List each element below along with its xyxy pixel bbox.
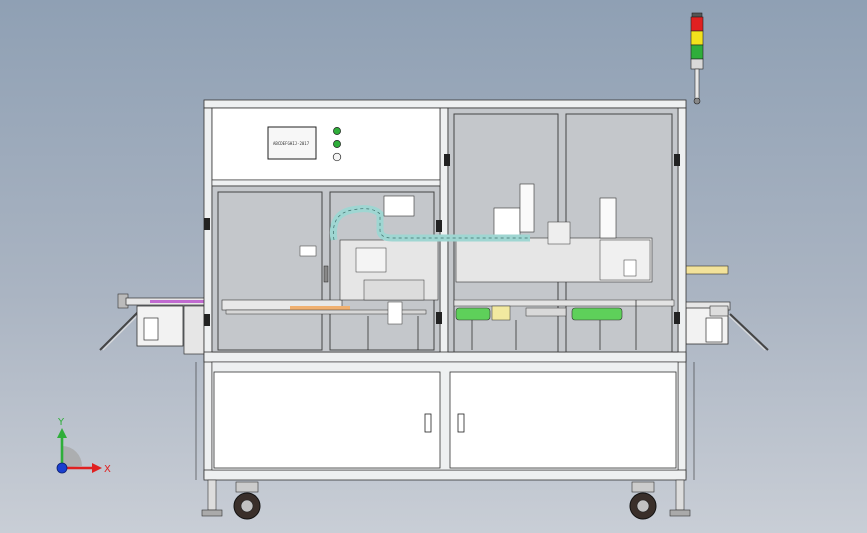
hmi-label: ABCDEFGHIJ-2017 xyxy=(273,141,310,146)
cabinet-door-left[interactable] xyxy=(213,371,441,469)
caster-wheel-icon xyxy=(233,481,261,520)
control-panel: ABCDEFGHIJ-2017 xyxy=(211,107,441,187)
door-handle[interactable] xyxy=(424,413,432,433)
roller-green xyxy=(571,307,623,321)
door-handle[interactable] xyxy=(457,413,465,433)
lower-cabinet xyxy=(211,361,679,471)
infeed-conveyor xyxy=(99,293,217,355)
machine-frame xyxy=(195,99,695,481)
y-axis-label: Y xyxy=(57,417,65,428)
coordinate-triad-icon: Y X xyxy=(56,417,111,475)
signal-tower-icon xyxy=(690,12,704,105)
x-axis-label: X xyxy=(104,464,111,475)
stop-button[interactable] xyxy=(332,152,342,162)
indicator-lamp-icon[interactable] xyxy=(333,140,341,148)
machine-feet xyxy=(201,479,691,517)
roller-green xyxy=(455,307,491,321)
hmi-screen[interactable] xyxy=(267,126,317,160)
caster-wheel-icon xyxy=(629,481,657,520)
cabinet-door-right[interactable] xyxy=(449,371,677,469)
outfeed-conveyor xyxy=(679,265,769,351)
indicator-lamp-icon[interactable] xyxy=(333,127,341,135)
drag-chain xyxy=(329,205,530,242)
internal-mechanism xyxy=(221,183,675,350)
